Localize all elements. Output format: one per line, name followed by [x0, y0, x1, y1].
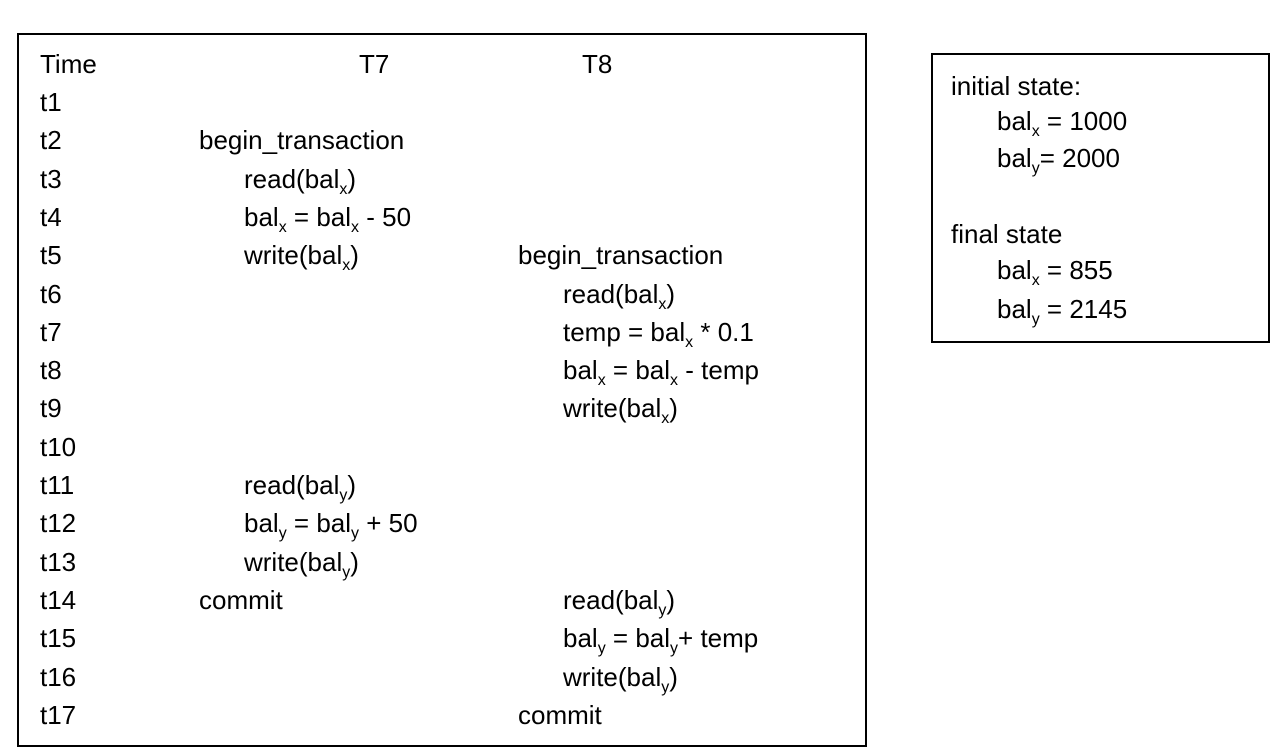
time-cell: t11	[40, 470, 75, 500]
t8-op: baly = baly+ temp	[563, 623, 759, 658]
table-row: t4 balx = balx - 50	[19, 202, 865, 240]
initial-bal-x: balx = 1000	[997, 106, 1128, 140]
table-row: t2 begin_transaction	[19, 125, 865, 163]
t7-op: balx = balx - 50	[244, 201, 412, 236]
time-cell: t7	[40, 316, 62, 347]
table-row: t15 baly = baly+ temp	[19, 623, 865, 661]
header-t8: T8	[582, 49, 613, 79]
final-bal-x: balx = 855	[997, 255, 1113, 289]
t7-op: read(baly)	[244, 470, 357, 504]
table-row: t14 commit read(baly)	[19, 585, 865, 623]
time-cell: t14	[40, 584, 77, 615]
initial-bal-y: baly= 2000	[997, 143, 1120, 177]
time-cell: t3	[40, 163, 62, 194]
final-state-label: final state	[951, 219, 1063, 249]
t8-op: commit	[518, 699, 602, 730]
t8-op: balx = balx - temp	[563, 355, 759, 390]
header-t7: T7	[359, 49, 390, 79]
table-row: t6 read(balx)	[19, 279, 865, 317]
t7-op: commit	[199, 584, 283, 615]
t7-op: begin_transaction	[199, 125, 405, 156]
table-row: t5 write(balx) begin_transaction	[19, 240, 865, 278]
time-cell: t6	[40, 278, 62, 309]
table-row: t3 read(balx)	[19, 164, 865, 202]
t7-op: baly = baly + 50	[244, 508, 418, 543]
table-row: t12 baly = baly + 50	[19, 508, 865, 546]
time-cell: t12	[40, 508, 77, 539]
t8-op: write(balx)	[563, 393, 678, 428]
table-row: t11 read(baly)	[19, 470, 865, 508]
schedule-table: Time T7 T8 t1 t2 begin_transaction t3 read(b…	[17, 33, 867, 747]
header-time: Time	[40, 49, 97, 79]
t8-op: read(balx)	[563, 278, 676, 313]
time-cell: t17	[40, 699, 77, 730]
table-row: t16 write(baly)	[19, 662, 865, 700]
t7-op: read(balx)	[244, 163, 357, 198]
time-cell: t10	[40, 431, 77, 462]
t8-op: write(baly)	[563, 661, 678, 696]
time-cell: t5	[40, 240, 62, 271]
time-cell: t1	[40, 87, 62, 117]
time-cell: t16	[40, 661, 77, 692]
table-row: t9 write(balx)	[19, 393, 865, 431]
time-cell: t8	[40, 355, 62, 386]
t7-op: write(baly)	[244, 546, 359, 581]
table-row: t17 commit	[19, 700, 865, 738]
state-box: initial state: balx = 1000 baly= 2000 fi…	[931, 53, 1270, 343]
table-row: t13 write(baly)	[19, 547, 865, 585]
table-row: t10	[19, 432, 865, 470]
time-cell: t4	[40, 201, 62, 232]
t8-op: temp = balx * 0.1	[563, 316, 754, 351]
table-row: t1	[19, 87, 865, 125]
final-bal-y: baly = 2145	[997, 294, 1128, 328]
time-cell: t15	[40, 623, 77, 654]
t7-op: write(balx)	[244, 240, 359, 275]
table-row: t8 balx = balx - temp	[19, 355, 865, 393]
t8-op: begin_transaction	[518, 240, 724, 271]
header-row: Time T7 T8	[19, 49, 865, 87]
time-cell: t13	[40, 546, 77, 577]
time-cell: t9	[40, 393, 62, 424]
initial-state-label: initial state:	[951, 71, 1082, 101]
time-cell: t2	[40, 125, 62, 156]
t8-op: read(baly)	[563, 584, 676, 619]
table-row: t7 temp = balx * 0.1	[19, 317, 865, 355]
